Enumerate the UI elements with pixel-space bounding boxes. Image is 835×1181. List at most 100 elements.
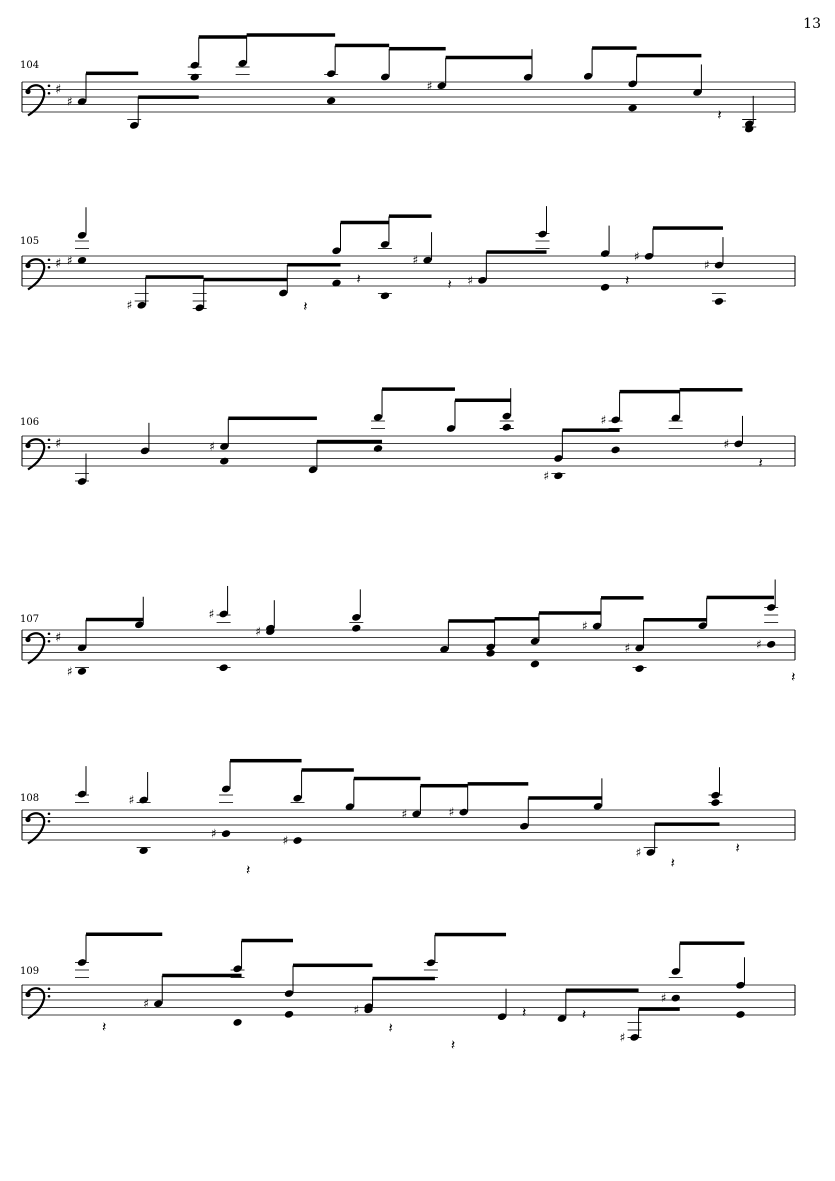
notehead xyxy=(593,803,603,810)
notehead xyxy=(380,241,390,248)
sharp-icon: ♯ xyxy=(55,631,61,646)
beam xyxy=(538,611,602,615)
notehead xyxy=(326,70,336,78)
bass-clef-icon xyxy=(25,442,31,449)
notehead xyxy=(635,665,644,672)
bass-clef-icon xyxy=(47,265,51,269)
sharp-icon: ♯ xyxy=(211,827,217,841)
sharp-icon: ♯ xyxy=(55,83,61,98)
notehead xyxy=(130,122,139,129)
notehead xyxy=(437,82,446,90)
notehead xyxy=(77,644,87,652)
rest-icon: 𝄽 xyxy=(303,299,307,315)
notehead xyxy=(139,796,148,804)
rest-icon: 𝄽 xyxy=(246,862,250,878)
notehead xyxy=(734,440,743,448)
measure-number: 106 xyxy=(20,417,40,428)
notehead xyxy=(557,1015,567,1022)
notehead xyxy=(154,1000,163,1008)
notehead xyxy=(698,622,707,630)
beam xyxy=(86,617,144,622)
notehead xyxy=(671,994,680,1002)
rest-icon: 𝄽 xyxy=(717,107,721,123)
notehead xyxy=(628,80,637,88)
notehead xyxy=(352,614,361,621)
measure-number: 104 xyxy=(20,60,40,71)
bass-clef-icon xyxy=(47,445,51,449)
notehead xyxy=(293,837,302,844)
beam xyxy=(340,220,389,225)
notehead xyxy=(135,621,144,629)
notehead xyxy=(714,261,724,269)
notehead xyxy=(238,59,247,67)
sharp-icon: ♯ xyxy=(413,253,419,267)
bass-clef-icon xyxy=(47,812,51,816)
notehead xyxy=(380,73,390,81)
notehead xyxy=(502,412,511,420)
beam xyxy=(445,55,533,60)
notehead xyxy=(600,250,610,257)
bass-clef-icon xyxy=(47,632,51,636)
beam xyxy=(198,35,247,39)
beam xyxy=(372,976,435,981)
beam xyxy=(562,428,620,432)
notehead xyxy=(332,247,341,255)
beam xyxy=(145,275,204,279)
beam xyxy=(316,439,383,444)
notehead xyxy=(345,803,355,811)
beam xyxy=(246,33,336,37)
beam xyxy=(228,416,317,421)
notehead xyxy=(221,830,231,838)
notehead xyxy=(671,968,680,975)
bass-clef-icon xyxy=(47,438,51,442)
bass-clef-icon xyxy=(47,994,51,998)
bass-clef-icon xyxy=(25,816,31,823)
notehead xyxy=(352,624,361,632)
measure-number: 105 xyxy=(20,236,40,247)
notehead xyxy=(308,466,318,474)
sharp-icon: ♯ xyxy=(127,298,133,312)
notehead xyxy=(77,790,87,798)
beam xyxy=(434,932,507,937)
notehead xyxy=(293,794,302,802)
notehead xyxy=(736,981,745,989)
notehead xyxy=(592,622,602,630)
notehead xyxy=(554,472,563,480)
beam xyxy=(292,963,373,968)
bass-clef-icon xyxy=(27,632,46,665)
notehead xyxy=(446,425,456,432)
notehead xyxy=(284,1010,294,1018)
notehead xyxy=(77,256,87,264)
notehead xyxy=(600,283,610,291)
sharp-icon: ♯ xyxy=(723,437,729,451)
notehead xyxy=(611,446,620,454)
sharp-icon: ♯ xyxy=(55,437,61,452)
beam xyxy=(420,783,468,788)
notehead xyxy=(140,447,150,455)
beam xyxy=(335,43,390,48)
rest-icon: 𝄽 xyxy=(102,1019,106,1035)
bass-clef-icon xyxy=(27,987,46,1020)
notehead xyxy=(220,457,229,465)
sharp-icon: ♯ xyxy=(209,440,215,454)
notehead xyxy=(364,1006,373,1014)
measure-number: 109 xyxy=(20,966,40,977)
rest-icon: 𝄽 xyxy=(671,856,675,872)
notehead xyxy=(266,628,275,635)
beam xyxy=(706,595,774,600)
notehead xyxy=(423,256,432,264)
notehead xyxy=(195,304,204,312)
notehead xyxy=(219,610,228,618)
sharp-icon: ♯ xyxy=(129,793,135,807)
beam xyxy=(652,226,723,230)
notehead xyxy=(628,104,637,112)
bass-clef-icon xyxy=(25,262,31,269)
bass-clef-icon xyxy=(27,812,46,845)
sharp-icon: ♯ xyxy=(401,807,407,821)
notehead xyxy=(635,644,644,652)
bass-clef-icon xyxy=(27,84,46,117)
bass-clef-icon xyxy=(25,636,31,643)
beam xyxy=(601,596,644,600)
sharp-icon: ♯ xyxy=(209,607,215,621)
